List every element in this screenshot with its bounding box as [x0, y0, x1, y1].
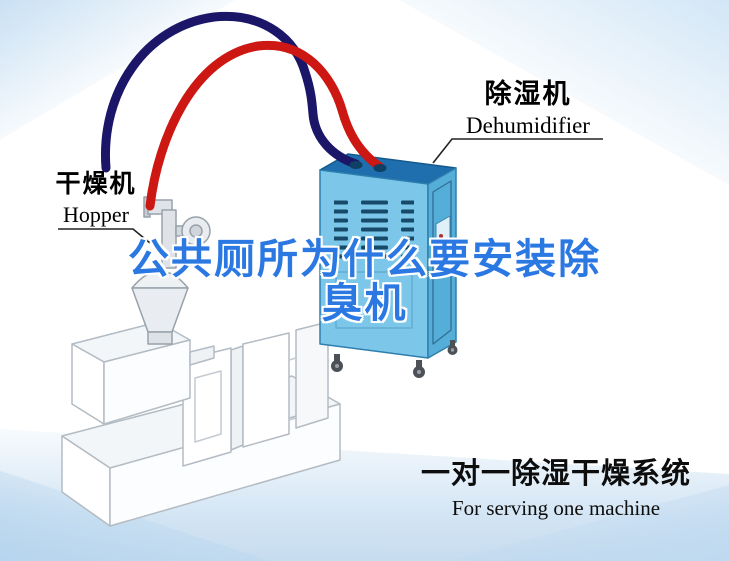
hopper-dryer [131, 196, 211, 345]
headline-line2: 臭机 [321, 278, 408, 327]
machine-injection-housing-side [103, 339, 191, 425]
side-door-outline [432, 180, 452, 345]
control-button-red [439, 234, 443, 238]
machine-mold-window [194, 370, 222, 443]
caption: 一对一除湿干燥系统 For serving one machine [421, 450, 691, 521]
hopper-blower-hub [189, 224, 203, 238]
caption-en: For serving one machine [451, 496, 661, 520]
dehumidifier-label-en: Dehumidifier [466, 113, 590, 138]
machine-clamp-plate-rear [242, 332, 290, 448]
pipe-navy [100, 11, 361, 173]
hopper-label-en: Hopper [63, 202, 129, 227]
machine-barrel [189, 345, 215, 366]
dehumidifier-label-zh: 除湿机 [484, 79, 572, 110]
hopper-label-zh: 干燥机 [55, 169, 137, 198]
caster-wheels [331, 340, 458, 378]
hopper-leader-line [58, 228, 151, 244]
hose-port-right [373, 164, 387, 172]
hopper-vertical-pipe [161, 209, 177, 269]
machine-end-column [295, 321, 329, 429]
headline: 公共厕所为什么要安装除 臭机 [0, 235, 729, 327]
dehumidifier-side-face [427, 167, 457, 359]
control-button-dark [442, 243, 446, 247]
caption-zh: 一对一除湿干燥系统 [420, 456, 691, 490]
dehumidifier-machine [319, 153, 458, 378]
side-control-panel [435, 215, 451, 261]
vent-grille [334, 198, 414, 260]
hose-port-left [349, 161, 363, 169]
dehumidifier-leader-line [432, 138, 603, 164]
dehumidifier-label: 除湿机 Dehumidifier [450, 72, 606, 139]
machine-platen-block [230, 345, 244, 451]
pipe-red [145, 40, 385, 211]
hopper-label: 干燥机 Hopper [44, 164, 148, 228]
hopper-base-flange [147, 331, 173, 345]
machine-tie-bars [288, 357, 297, 421]
front-panel-outline [335, 271, 413, 329]
injection-molding-machine [61, 321, 341, 527]
headline-line1: 公共厕所为什么要安装除 [127, 235, 601, 283]
